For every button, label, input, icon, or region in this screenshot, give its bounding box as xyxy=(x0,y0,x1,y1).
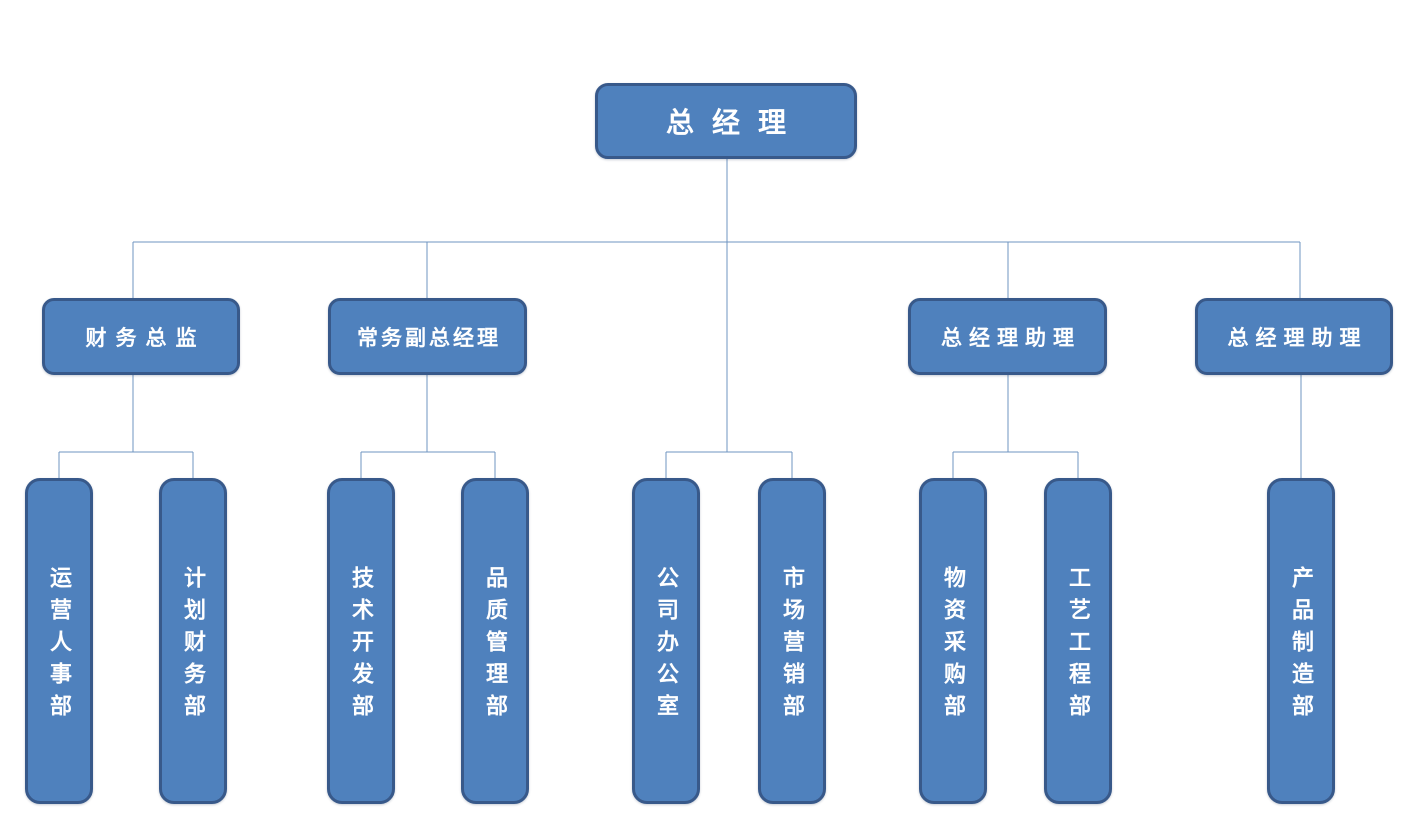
org-node-dept-tech-development: 技术开发部 xyxy=(327,478,395,804)
org-node-dept-product-manufacturing: 产品制造部 xyxy=(1267,478,1335,804)
org-node-dept-company-office: 公司办公室 xyxy=(632,478,700,804)
org-node-dept-material-procurement: 物资采购部 xyxy=(919,478,987,804)
org-node-dept-process-engineering: 工艺工程部 xyxy=(1044,478,1112,804)
org-node-executive-deputy-gm: 常务副总经理 xyxy=(328,298,527,375)
org-node-general-manager: 总经理 xyxy=(595,83,857,159)
org-node-dept-operations-hr: 运营人事部 xyxy=(25,478,93,804)
org-node-finance-director: 财务总监 xyxy=(42,298,240,375)
org-node-gm-assistant-1: 总经理助理 xyxy=(908,298,1107,375)
org-node-dept-planning-finance: 计划财务部 xyxy=(159,478,227,804)
connector-path xyxy=(58,159,1302,478)
org-node-dept-quality-management: 品质管理部 xyxy=(461,478,529,804)
org-node-gm-assistant-2: 总经理助理 xyxy=(1195,298,1393,375)
org-node-dept-marketing: 市场营销部 xyxy=(758,478,826,804)
